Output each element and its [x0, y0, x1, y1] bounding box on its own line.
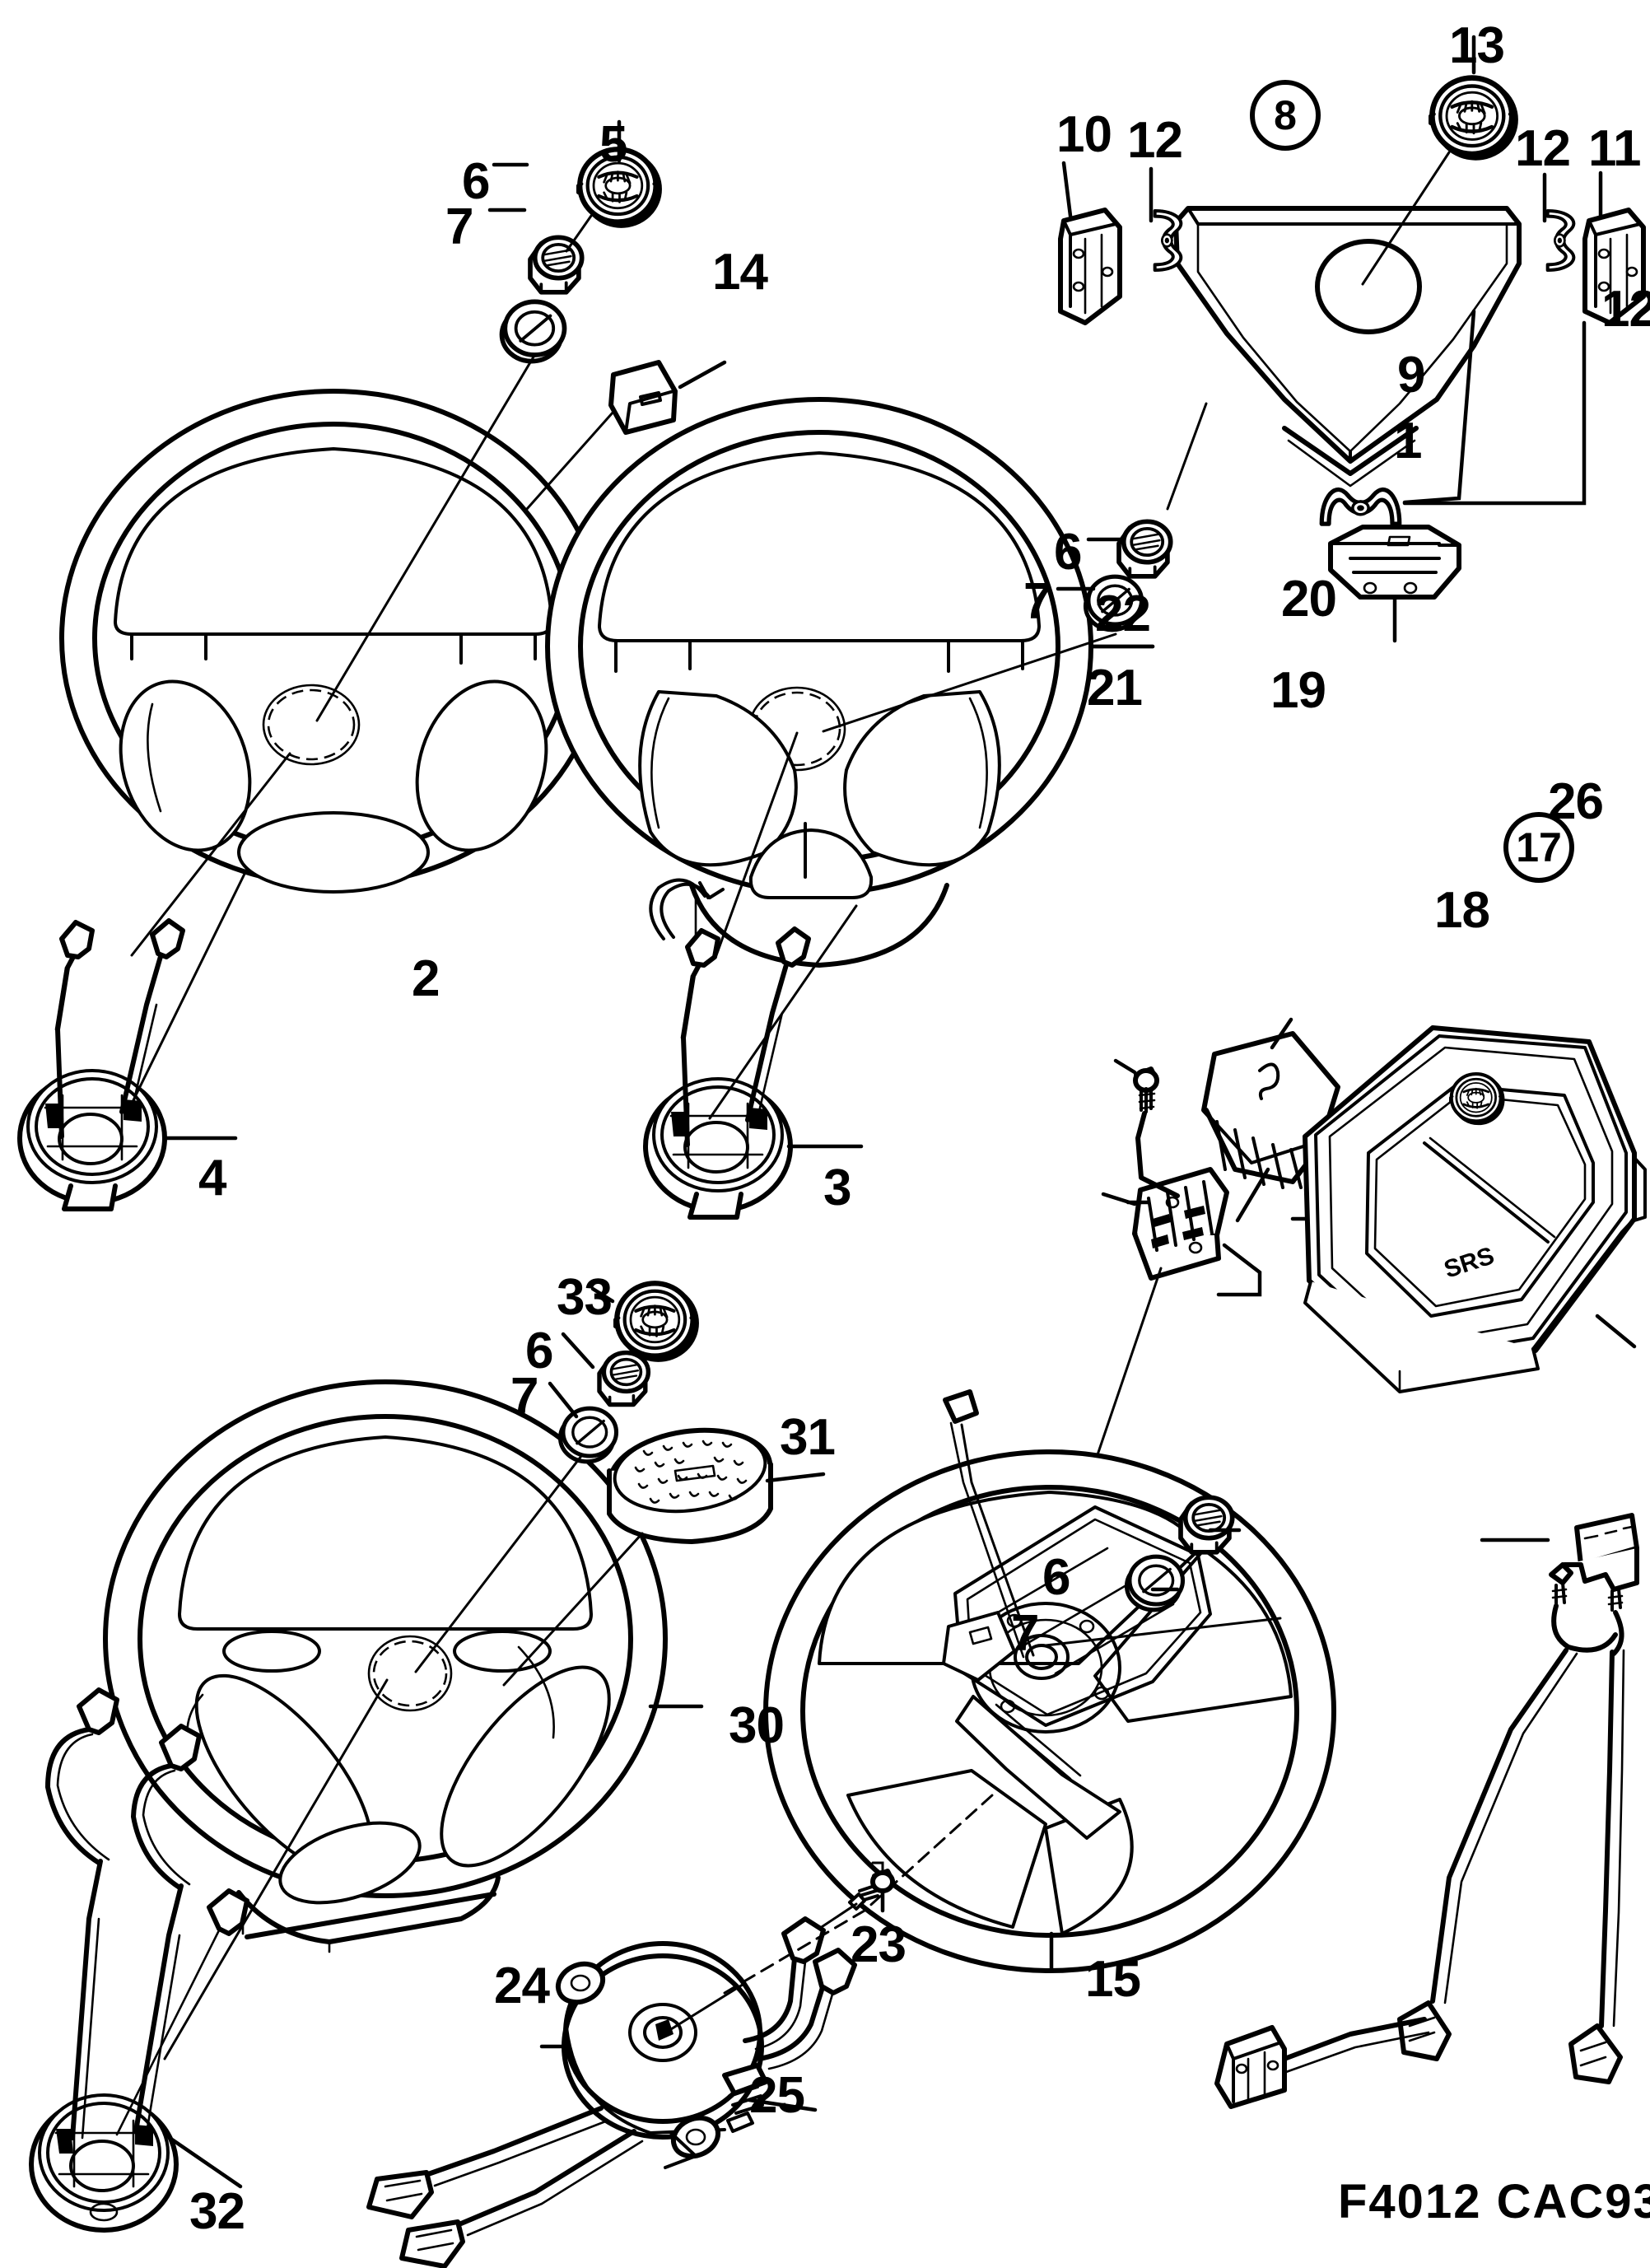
- steering-wheel-30-art: [103, 1379, 704, 2060]
- callout-steering-wheel-3-spoke-2: 2: [412, 950, 440, 1007]
- callout-steering-wheel-4-spoke-lower-30: 30: [729, 1697, 785, 1754]
- callout-washer-7b: 7: [510, 1368, 538, 1425]
- callout-lower-trim-insert-9: 9: [1397, 347, 1425, 404]
- item32-art: [29, 1687, 249, 2233]
- centre-cover-8-art: [1173, 206, 1522, 488]
- callout-contact-reel-clock-spring-24: 24: [494, 1958, 550, 2014]
- callout-retaining-clip-12: 12: [1127, 112, 1183, 169]
- callout-screw-23: 23: [851, 1916, 907, 1973]
- callout-steering-wheel-4-spoke-1: 1: [1394, 413, 1422, 469]
- callout-retaining-clip-12c: 12: [1601, 281, 1650, 338]
- item14-art: [525, 360, 727, 511]
- callout-horn-button-saab-emblem-13: 13: [1449, 17, 1505, 74]
- callout-washer-7: 7: [445, 198, 473, 255]
- srs-module-art: SRS: [1303, 1025, 1647, 1393]
- steering-wheel-1-art: [545, 397, 1155, 968]
- callout-connector-block-21: 21: [1087, 660, 1143, 716]
- callout-left-trim-panel-10: 10: [1056, 106, 1112, 163]
- steering-wheel-2-art: [59, 389, 608, 957]
- callout-washer-7c: 7: [1011, 1605, 1039, 1662]
- callout-horn-button-saab-emblem-33: 33: [557, 1269, 613, 1326]
- callout-locking-pin-22: 22: [1095, 586, 1151, 642]
- item10-art: [1058, 161, 1122, 325]
- callout-hub-nut-6c: 6: [1042, 1549, 1070, 1606]
- callout-horn-button-saab-emblem-5: 5: [599, 116, 627, 173]
- callout-spoke-end-cap-14: 14: [712, 244, 768, 301]
- callout-hub-nut-6d: 6: [1054, 524, 1082, 581]
- callout-hub-nut-6: 6: [462, 153, 490, 210]
- callout-screw-25: 25: [749, 2067, 805, 2124]
- callout-srs-airbag-module-26: 26: [1548, 773, 1604, 830]
- item67-wheel15-art: [1044, 1497, 1282, 1647]
- callout-steering-wheel-centre-cover-8: 8: [1250, 80, 1321, 151]
- callout-connector-assembly-19: 19: [1270, 662, 1326, 719]
- item12-clips-art: [1149, 166, 1585, 524]
- callout-airbag-module-group-17: 17: [1503, 812, 1574, 883]
- callout-horn-pad-textured-31: 31: [780, 1409, 836, 1466]
- item11-art: [1582, 170, 1646, 325]
- item4-art: [17, 867, 249, 1211]
- connector-group-art: [1101, 1017, 1363, 1297]
- callout-washer-7d: 7: [1023, 573, 1051, 630]
- item3-art: [643, 878, 864, 1220]
- callout-slip-ring-contact-unit-3: 3: [823, 1160, 851, 1216]
- diagram-footer-code: F4012 CAC93: [1338, 2175, 1650, 2228]
- callout-hub-nut-6b: 6: [525, 1323, 553, 1379]
- callout-right-trim-panel-11: 11: [1588, 120, 1642, 177]
- callout-retaining-clip-12b: 12: [1515, 120, 1571, 177]
- item9-art: [1328, 525, 1461, 643]
- item24-art: [366, 1916, 857, 2268]
- callout-airbag-steering-wheel-15: 15: [1085, 1951, 1141, 2008]
- item33-31-art: [414, 1283, 826, 1687]
- steering-wheel-15-art: [763, 1389, 1336, 1973]
- item13-art: [1361, 35, 1516, 286]
- item67-wheel1-art: [822, 402, 1208, 733]
- callout-connector-housing-20: 20: [1281, 571, 1337, 628]
- callout-slip-ring-contact-unit-32: 32: [189, 2183, 245, 2240]
- item18-art: [1214, 1513, 1639, 2109]
- item5-6-7-art: [315, 119, 660, 722]
- callout-slip-ring-contact-unit-4: 4: [198, 1150, 226, 1206]
- item23-art: [789, 1861, 895, 1949]
- callout-airbag-wiring-harness-18: 18: [1434, 882, 1490, 939]
